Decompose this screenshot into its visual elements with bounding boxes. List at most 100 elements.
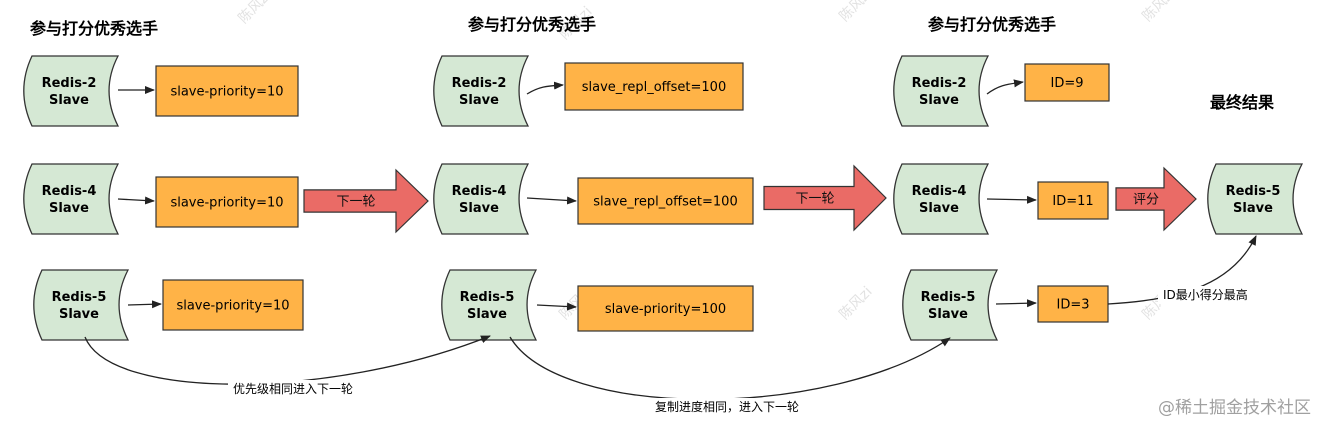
value-box-c3-r5: ID=3 — [1037, 285, 1109, 323]
value-rect — [1037, 181, 1109, 220]
value-box-c1-r2: slave-priority=10 — [155, 65, 299, 117]
watermark-stamp: 陈风zi — [836, 283, 876, 323]
big-arrow-a3: 评分 — [1115, 166, 1197, 232]
node-role: Slave — [459, 93, 499, 108]
value-text: slave-priority=10 — [170, 85, 283, 100]
connector-layer — [117, 79, 1037, 311]
connector-c2-r2 — [526, 81, 564, 95]
node-name: Redis-5 — [921, 290, 976, 305]
value-rect — [162, 279, 304, 331]
node-role: Slave — [459, 201, 499, 216]
connector-c1-r4 — [117, 196, 155, 205]
node-role: Slave — [928, 307, 968, 322]
curve-label-1: 优先级相同进入下一轮 — [233, 382, 353, 396]
node-shape — [433, 55, 530, 127]
node-role: Slave — [919, 93, 959, 108]
value-rect — [1024, 63, 1110, 102]
node-name: Redis-4 — [452, 184, 507, 199]
watermark-corner: @稀土掘金技术社区 — [1158, 398, 1311, 418]
node-name: Redis-5 — [1226, 184, 1281, 199]
node-shape — [893, 163, 990, 235]
value-text: slave-priority=100 — [605, 302, 726, 317]
big-arrow-label: 下一轮 — [336, 195, 375, 210]
column-1-title: 参与打分优秀选手 — [30, 19, 158, 38]
connector-c2-r4 — [526, 196, 577, 205]
connector-c3-r5 — [995, 299, 1037, 308]
column-2-title: 参与打分优秀选手 — [468, 15, 596, 34]
big-arrow-a2: 下一轮 — [763, 164, 887, 232]
node-role: Slave — [59, 307, 99, 322]
curve-arrow-2 — [509, 336, 951, 400]
value-text: slave_repl_offset=100 — [593, 195, 737, 210]
connector-c2-r5 — [536, 302, 577, 311]
watermark-stamp: 陈风zi — [836, 0, 876, 25]
big-arrow-label: 下一轮 — [795, 192, 834, 207]
value-rect — [564, 62, 744, 111]
node-layer: Redis-2SlaveRedis-4SlaveRedis-5SlaveRedi… — [23, 55, 1304, 341]
node-shape — [893, 55, 990, 127]
curve-label-3: ID最小得分最高 — [1163, 287, 1248, 302]
node-name: Redis-2 — [452, 76, 507, 91]
watermark-stamp: 陈风zi — [1139, 0, 1179, 25]
node-role: Slave — [1233, 201, 1273, 216]
big-arrow-shape — [1115, 166, 1197, 232]
node-role: Slave — [467, 307, 507, 322]
final-result-title: 最终结果 — [1210, 93, 1274, 112]
value-text: slave_repl_offset=100 — [582, 80, 726, 95]
value-box-c3-r2: ID=9 — [1024, 63, 1110, 102]
watermark-stamp: 陈风zi — [235, 0, 275, 27]
connector-c3-r2 — [986, 79, 1024, 95]
big-arrow-label: 评分 — [1133, 193, 1159, 208]
node-name: Redis-2 — [42, 76, 97, 91]
curve-arrow-1 — [84, 335, 491, 385]
big-arrow-shape — [763, 164, 887, 232]
node-shape — [33, 269, 130, 341]
node-shape — [902, 269, 999, 341]
value-box-c1-r5: slave-priority=10 — [162, 279, 304, 331]
value-text: ID=11 — [1052, 194, 1093, 209]
value-text: slave-priority=10 — [170, 196, 283, 211]
connector-c1-r5 — [127, 300, 162, 309]
node-role: Slave — [49, 201, 89, 216]
big-arrow-a1: 下一轮 — [303, 168, 429, 234]
value-box-c2-r2: slave_repl_offset=100 — [564, 62, 744, 111]
value-text: ID=9 — [1050, 76, 1083, 91]
value-box-c3-r4: ID=11 — [1037, 181, 1109, 220]
value-rect — [577, 285, 754, 332]
value-text: slave-priority=10 — [176, 299, 289, 314]
value-box-c2-r5: slave-priority=100 — [577, 285, 754, 332]
value-rect — [577, 177, 754, 225]
node-shape — [1207, 163, 1304, 235]
column-3-title: 参与打分优秀选手 — [928, 15, 1056, 34]
node-role: Slave — [919, 201, 959, 216]
node-shape — [433, 163, 530, 235]
node-shape — [23, 163, 120, 235]
value-rect — [155, 176, 299, 228]
node-role: Slave — [49, 93, 89, 108]
value-rect — [155, 65, 299, 117]
node-shape — [441, 269, 538, 341]
value-box-c1-r4: slave-priority=10 — [155, 176, 299, 228]
value-text: ID=3 — [1056, 298, 1089, 313]
value-layer: slave-priority=10 slave-priority=10 slave-… — [155, 62, 1110, 332]
node-shape — [23, 55, 120, 127]
curve-label-2: 复制进度相同，进入下一轮 — [655, 399, 799, 414]
node-name: Redis-2 — [912, 76, 967, 91]
node-name: Redis-4 — [42, 184, 97, 199]
connector-c3-r4 — [986, 195, 1037, 204]
watermark-layer: 陈风zi陈风zi陈风zi陈风zi陈风zi陈风zi陈风zi陈风zi — [235, 0, 1179, 323]
node-name: Redis-5 — [460, 290, 515, 305]
value-box-c2-r4: slave_repl_offset=100 — [577, 177, 754, 225]
